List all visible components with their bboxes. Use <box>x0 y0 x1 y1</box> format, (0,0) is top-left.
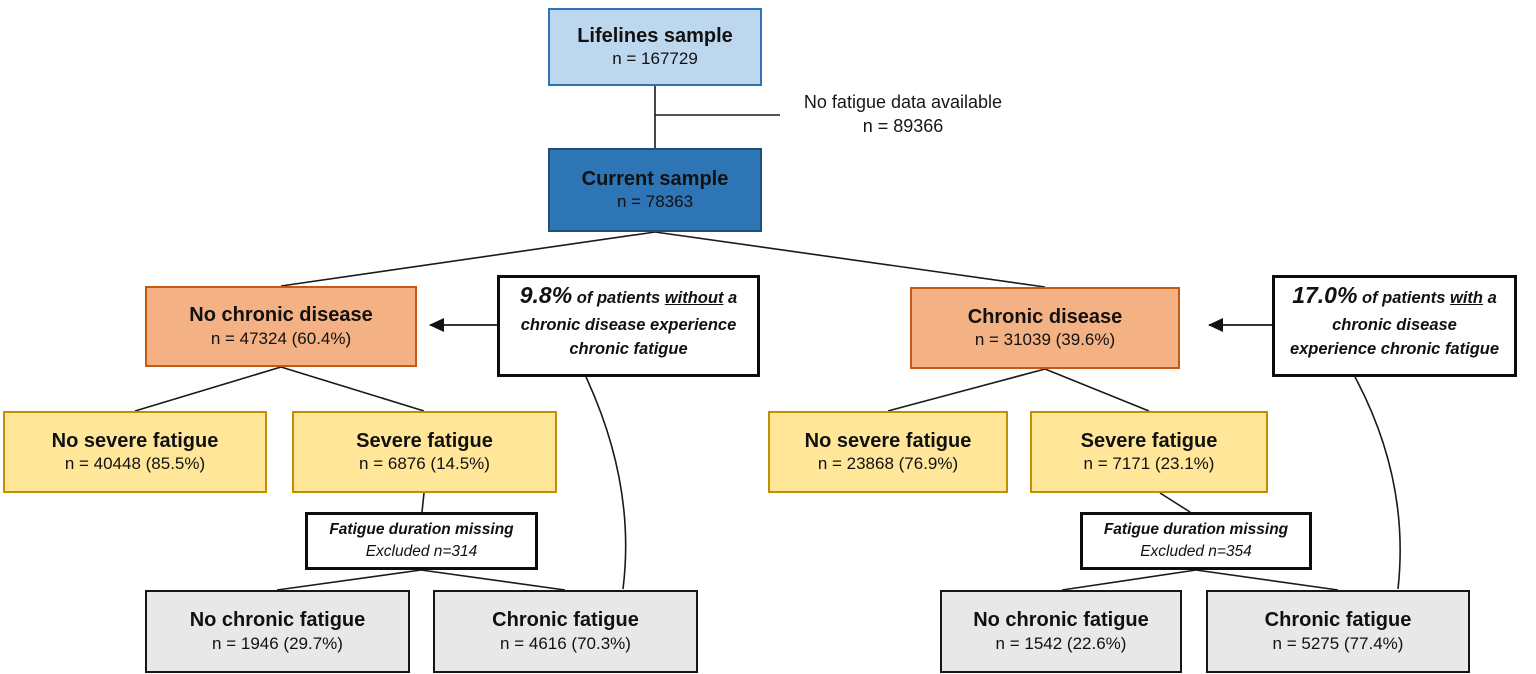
node-subtitle: n = 78363 <box>616 192 694 212</box>
missing-title: Fatigue duration missing <box>1103 520 1289 538</box>
edge-severe-to-missing-left <box>421 492 425 513</box>
node-current-sample: Current sample n = 78363 <box>548 148 762 232</box>
curve-annotation-to-chronic-fatigue-left <box>585 376 627 590</box>
note-no-fatigue-data: No fatigue data available n = 89366 <box>783 90 1023 139</box>
box-fatigue-duration-missing-cd: Fatigue duration missing Excluded n=354 <box>1080 512 1312 570</box>
node-title: Current sample <box>581 167 729 190</box>
annotation-emphasis: with <box>1450 289 1484 307</box>
node-subtitle: n = 31039 (39.6%) <box>974 330 1116 350</box>
node-subtitle: n = 1542 (22.6%) <box>995 633 1127 653</box>
node-title: Chronic disease <box>967 305 1123 328</box>
node-title: Severe fatigue <box>1080 429 1218 452</box>
annotation-t2: a chronic disease experience chronic fat… <box>1289 289 1500 359</box>
node-subtitle: n = 47324 (60.4%) <box>210 328 352 348</box>
annotation-percent: 17.0% <box>1292 282 1358 308</box>
node-subtitle: n = 167729 <box>612 49 698 69</box>
annotation-t2: a chronic disease experience chronic fat… <box>520 289 738 359</box>
node-title: No chronic fatigue <box>973 609 1149 632</box>
edge-current-to-no-chronic-disease <box>280 231 656 287</box>
edge-no-chronic-disease-to-severe <box>280 366 425 412</box>
node-subtitle: n = 4616 (70.3%) <box>500 633 631 653</box>
annotation-chronic-disease: 17.0% of patients with a chronic disease… <box>1272 275 1517 377</box>
missing-excluded-n: Excluded n=314 <box>365 543 478 560</box>
node-no-chronic-fatigue-cd: No chronic fatigue n = 1542 (22.6%) <box>940 590 1182 673</box>
edge-missing-to-chronic-fatigue-right <box>1195 569 1339 591</box>
node-subtitle: n = 40448 (85.5%) <box>64 454 206 474</box>
node-no-severe-fatigue-no-cd: No severe fatigue n = 40448 (85.5%) <box>3 411 267 493</box>
node-subtitle: n = 23868 (76.9%) <box>817 454 959 474</box>
curve-annotation-to-chronic-fatigue-right <box>1354 376 1401 590</box>
annotation-text: 9.8% of patients without a chronic disea… <box>513 278 744 362</box>
annotation-t1: of patients <box>1362 289 1446 307</box>
missing-title: Fatigue duration missing <box>329 520 514 538</box>
node-title: No severe fatigue <box>51 429 219 452</box>
node-no-chronic-disease: No chronic disease n = 47324 (60.4%) <box>145 286 417 367</box>
node-title: Severe fatigue <box>356 429 493 452</box>
note-line1: No fatigue data available <box>803 92 1003 112</box>
annotation-emphasis: without <box>664 289 724 307</box>
box-fatigue-duration-missing-no-cd: Fatigue duration missing Excluded n=314 <box>305 512 538 570</box>
node-title: No chronic fatigue <box>189 609 366 632</box>
edge-missing-to-no-chronic-fatigue-left <box>276 569 422 591</box>
annotation-t1: of patients <box>576 289 661 307</box>
node-title: No chronic disease <box>189 304 373 327</box>
node-lifelines-sample: Lifelines sample n = 167729 <box>548 8 762 86</box>
missing-excluded-n: Excluded n=354 <box>1140 543 1252 560</box>
edge-missing-to-no-chronic-fatigue-right <box>1061 569 1197 591</box>
annotation-text: 17.0% of patients with a chronic disease… <box>1288 278 1501 362</box>
node-chronic-disease: Chronic disease n = 31039 (39.6%) <box>910 287 1180 369</box>
node-title: Chronic fatigue <box>1264 609 1412 632</box>
node-subtitle: n = 7171 (23.1%) <box>1083 454 1215 474</box>
node-subtitle: n = 6876 (14.5%) <box>359 454 490 474</box>
node-title: Chronic fatigue <box>492 609 639 632</box>
node-severe-fatigue-cd: Severe fatigue n = 7171 (23.1%) <box>1030 411 1268 493</box>
node-title: No severe fatigue <box>804 429 972 452</box>
edge-chronic-disease-to-severe <box>1044 368 1150 412</box>
node-no-severe-fatigue-cd: No severe fatigue n = 23868 (76.9%) <box>768 411 1008 493</box>
node-chronic-fatigue-no-cd: Chronic fatigue n = 4616 (70.3%) <box>433 590 698 673</box>
annotation-no-chronic-disease: 9.8% of patients without a chronic disea… <box>497 275 760 377</box>
annotation-percent: 9.8% <box>519 282 573 308</box>
edge-severe-to-missing-right <box>1159 492 1191 513</box>
edge-chronic-disease-to-no-severe <box>887 368 1046 412</box>
node-no-chronic-fatigue-no-cd: No chronic fatigue n = 1946 (29.7%) <box>145 590 410 673</box>
edge-missing-to-chronic-fatigue-left <box>420 569 566 591</box>
node-subtitle: n = 1946 (29.7%) <box>212 633 343 653</box>
node-chronic-fatigue-cd: Chronic fatigue n = 5275 (77.4%) <box>1206 590 1470 673</box>
node-severe-fatigue-no-cd: Severe fatigue n = 6876 (14.5%) <box>292 411 557 493</box>
node-title: Lifelines sample <box>577 24 733 47</box>
edge-no-chronic-disease-to-no-severe <box>134 366 282 412</box>
node-subtitle: n = 5275 (77.4%) <box>1272 633 1404 653</box>
note-line2: n = 89366 <box>862 116 944 137</box>
edge-current-to-chronic-disease <box>654 231 1046 288</box>
